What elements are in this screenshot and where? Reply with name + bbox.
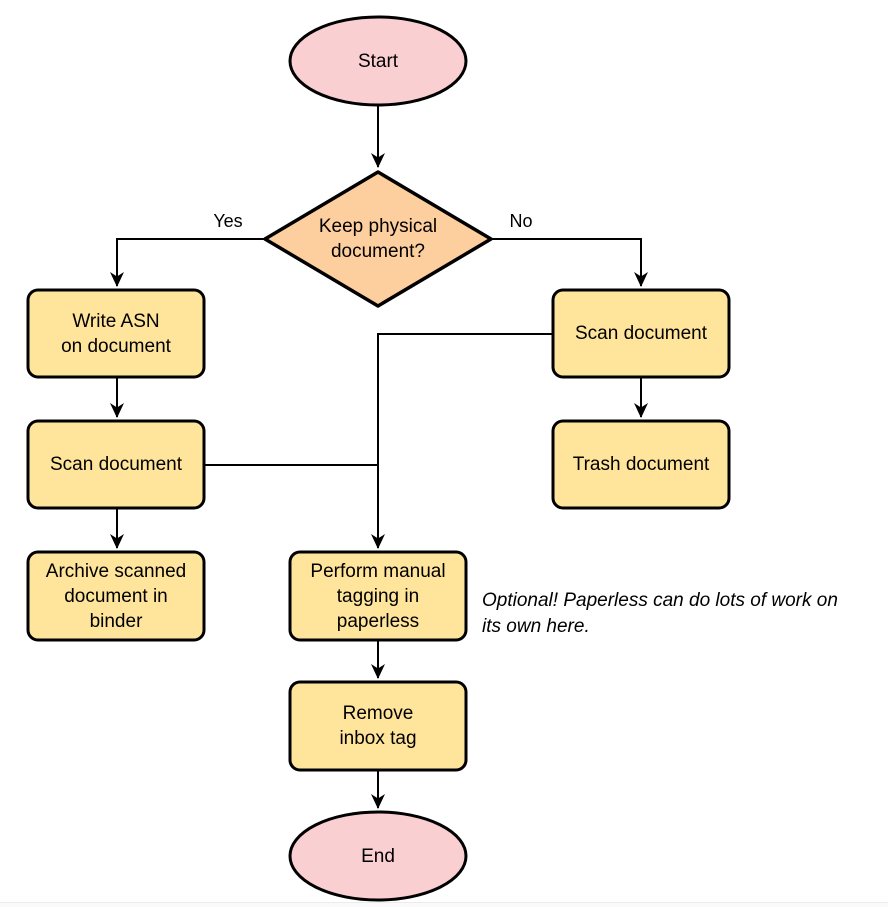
page-bottom-edge xyxy=(0,902,888,907)
edge-decision-yes-to-write-asn xyxy=(110,238,265,287)
node-scan-right-shape xyxy=(551,288,731,379)
node-archive-shape xyxy=(26,550,206,642)
node-tagging-shape xyxy=(288,550,468,642)
node-end-shape xyxy=(288,810,468,902)
node-remove-inbox-shape xyxy=(288,680,468,772)
node-decision-shape xyxy=(263,170,493,308)
node-trash-shape xyxy=(551,419,731,510)
node-scan-left-shape xyxy=(26,419,206,510)
edge-scan-right-to-tagging xyxy=(371,333,553,549)
edge-decision-no-to-scan-right xyxy=(491,238,648,287)
node-start-shape xyxy=(288,15,468,107)
node-write-asn-shape xyxy=(26,288,206,379)
